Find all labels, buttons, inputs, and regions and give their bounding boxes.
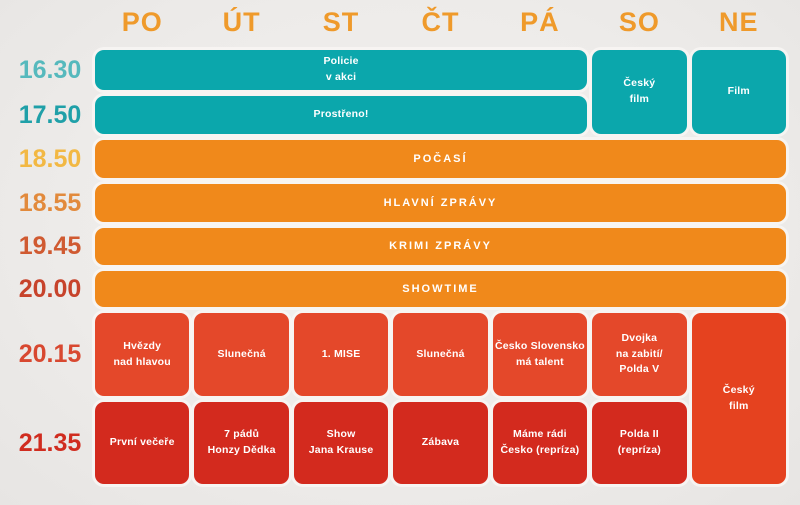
time-label-2000: 20.00 [18,274,82,303]
program-hlavni-zpravy: HLAVNÍ ZPRÁVY [95,184,786,222]
day-header-ne: NE [719,6,759,37]
program-prvni-vecere: První večeře [95,402,190,484]
day-header-st: ST [322,6,360,37]
program-cesko-slovensko-ma-talent: Česko Slovensko má talent [492,313,588,396]
program-pocasi: POČASÍ [95,140,786,178]
day-header-pa: PÁ [520,6,560,37]
program-dvojka-na-zabiti-polda-v: Dvojka na zabití/ Polda V [592,313,687,396]
day-header-ct: ČT [421,6,460,37]
program-1-mise: 1. MISE [293,313,389,396]
day-header-so: SO [618,6,660,37]
day-header-po: PO [121,6,163,37]
program-prostreno: Prostřeno! [95,96,588,134]
time-label-1630: 16.30 [18,55,82,84]
time-label-1855: 18.55 [18,188,82,217]
time-label-2015: 20.15 [18,340,82,368]
day-header-ut: ÚT [222,6,261,37]
program-film-nedele: Film [691,50,786,134]
time-label-2135: 21.35 [18,428,82,457]
program-slunecna-ctvrtek: Slunečná [393,313,488,396]
time-label-1750: 17.50 [18,100,82,129]
program-hvezdy-nad-hlavou: Hvězdy nad hlavou [95,313,190,396]
time-label-1945: 19.45 [18,232,82,260]
program-slunecna-utery: Slunečná [194,313,289,396]
program-zabava: Zábava [393,402,488,484]
program-7-padu-honzy-dedka: 7 pádů Honzy Dědka [194,402,289,484]
program-krimi-zpravy: KRIMI ZPRÁVY [95,228,786,265]
program-cesky-film-nedele: Český film [691,313,786,484]
program-policie-v-akci: Policie v akci [95,50,588,90]
program-showtime: SHOWTIME [95,271,786,307]
program-show-jana-krause: Show Jana Krause [293,402,389,484]
program-polda-ii-repriza: Polda II (repríza) [592,402,687,484]
program-mame-radi-cesko-repriza: Máme rádi Česko (repríza) [492,402,588,484]
schedule-grid: PO ÚT ST ČT PÁ SO NE 16.30 17.50 18.50 1… [18,6,786,484]
program-cesky-film-sobota: Český film [592,50,687,134]
time-label-1850: 18.50 [18,144,82,173]
